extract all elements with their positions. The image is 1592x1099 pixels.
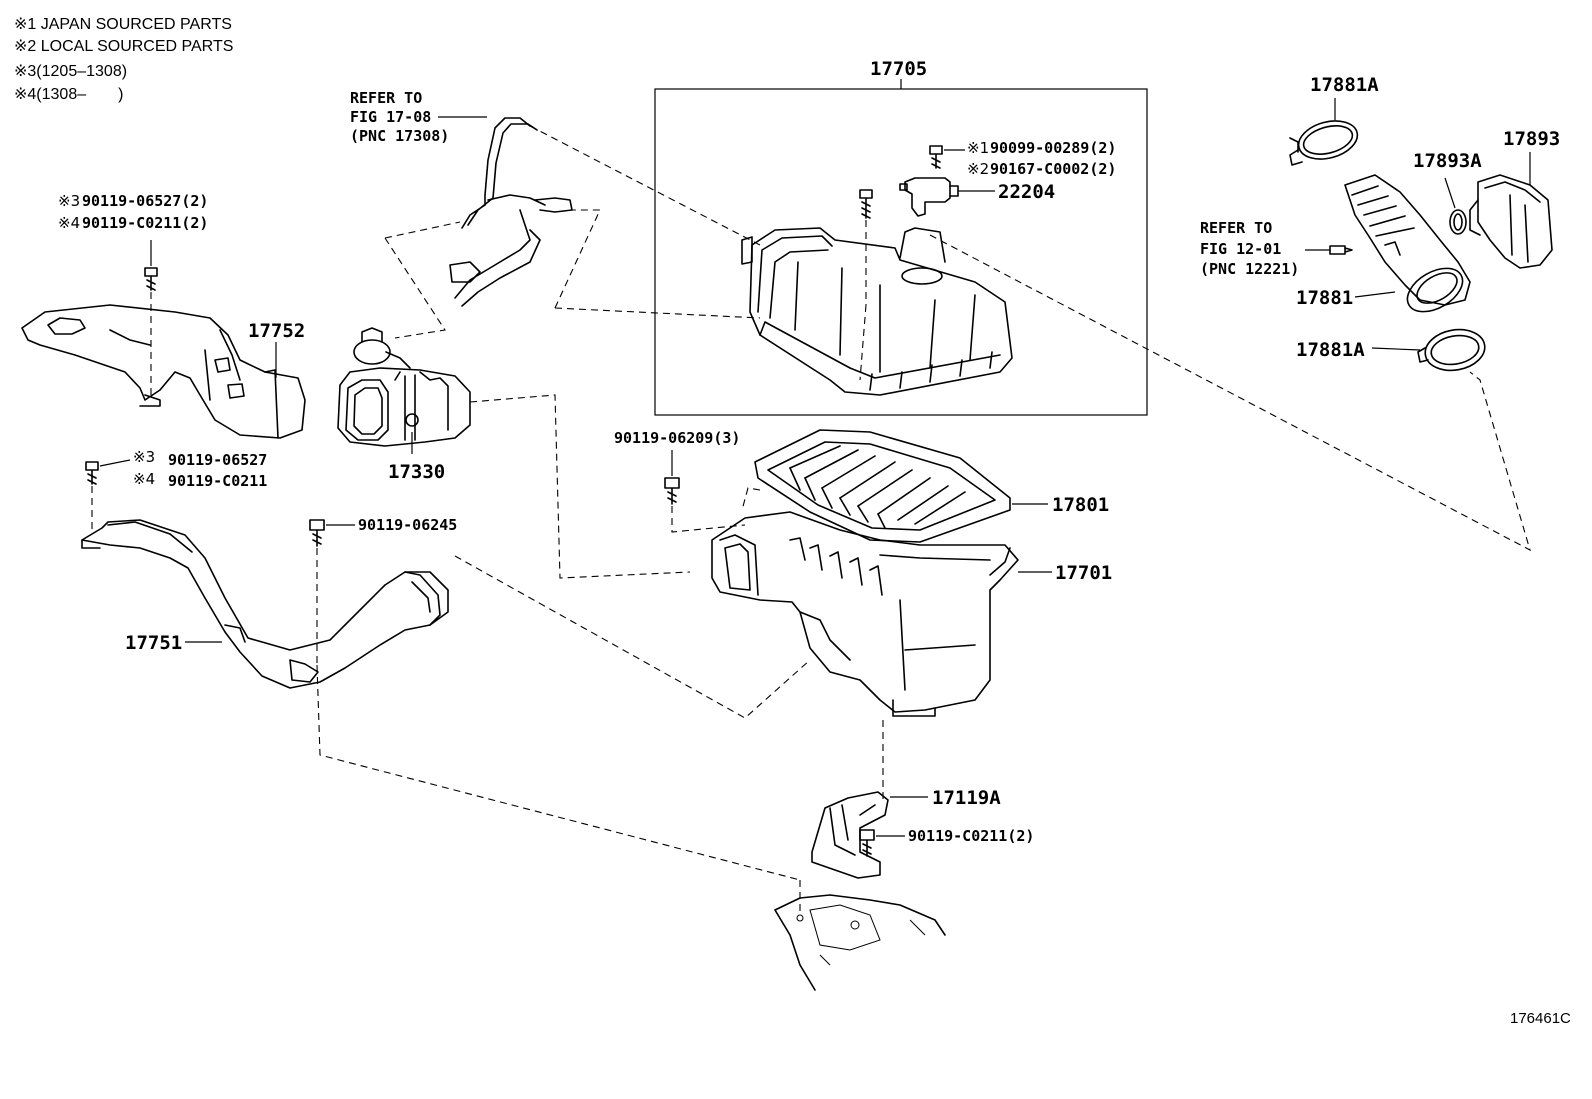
valve-17893[interactable]	[1469, 174, 1553, 269]
throttle-body[interactable]	[337, 327, 471, 447]
inlet-duct-upper[interactable]	[21, 304, 306, 439]
duct-bolt-lower-icon	[85, 461, 99, 485]
part-22204[interactable]: 22204	[998, 181, 1055, 203]
case-bolt-icon	[664, 477, 680, 505]
bolt-90119-06527[interactable]: 90119-06527	[168, 451, 267, 469]
part-17881A-lower[interactable]: 17881A	[1296, 339, 1365, 361]
air-cleaner-cap[interactable]	[741, 227, 1013, 396]
part-17881A-upper[interactable]: 17881A	[1310, 74, 1379, 96]
bolt-90099-00289[interactable]: 90099-00289(2)	[990, 139, 1116, 157]
bolt-90119-C0211[interactable]: 90119-C0211	[168, 472, 267, 490]
clamp-lower[interactable]	[1417, 325, 1488, 375]
vacuum-hose-assembly[interactable]	[449, 117, 573, 307]
bolt-3-symbol: ※3	[58, 192, 80, 210]
part-17881[interactable]: 17881	[1296, 287, 1353, 309]
duct-bolt-06245-icon	[309, 519, 325, 547]
refer-fig-17-08-line2[interactable]: FIG 17-08	[350, 108, 431, 126]
airflow-meter-sensor[interactable]	[899, 177, 959, 217]
note-period-3: ※3(1205–1308)	[14, 63, 127, 80]
bolt-2-symbol: ※2	[967, 160, 989, 178]
refer-fig-12-01-line3: (PNC 12221)	[1200, 260, 1299, 278]
bolt-90119-06209[interactable]: 90119-06209(3)	[614, 429, 740, 447]
part-17893[interactable]: 17893	[1503, 128, 1560, 150]
air-hose[interactable]	[1344, 174, 1471, 321]
bolt-1-symbol: ※1	[967, 139, 989, 157]
refer-fig-12-01-line2[interactable]: FIG 12-01	[1200, 240, 1281, 258]
part-17330[interactable]: 17330	[388, 461, 445, 483]
bolt-90119-C0211-bracket[interactable]: 90119-C0211(2)	[908, 827, 1034, 845]
bolt-90167-C0002[interactable]: 90167-C0002(2)	[990, 160, 1116, 178]
clamp-upper[interactable]	[1289, 115, 1362, 166]
duct-bolt-top-icon	[144, 267, 158, 291]
note-japan-sourced: ※1 JAPAN SOURCED PARTS	[14, 16, 232, 33]
note-local-sourced: ※2 LOCAL SOURCED PARTS	[14, 38, 233, 55]
cap-bolt-icon	[859, 189, 873, 219]
hose-connector-icon	[1329, 245, 1353, 255]
figure-id: 176461C	[1510, 1010, 1571, 1027]
refer-fig-17-08-line3: (PNC 17308)	[350, 127, 449, 145]
part-17752[interactable]: 17752	[248, 320, 305, 342]
bolt-90119-C0211-2[interactable]: 90119-C0211(2)	[82, 214, 208, 232]
part-17119A[interactable]: 17119A	[932, 787, 1001, 809]
air-filter-element[interactable]	[754, 429, 1011, 543]
sensor-screw-icon	[929, 145, 943, 169]
refer-fig-12-01-line1: REFER TO	[1200, 219, 1272, 237]
bolt-6-symbol: ※4	[133, 470, 155, 488]
bolt-5-symbol: ※3	[133, 448, 155, 466]
note-period-4: ※4(1308– )	[14, 86, 123, 103]
refer-fig-17-08-line1: REFER TO	[350, 89, 422, 107]
inlet-duct-lower[interactable]	[81, 519, 449, 689]
bolt-4-symbol: ※4	[58, 214, 80, 232]
bolt-90119-06527-2[interactable]: 90119-06527(2)	[82, 192, 208, 210]
part-17751[interactable]: 17751	[125, 632, 182, 654]
part-17801[interactable]: 17801	[1052, 494, 1109, 516]
bolt-90119-06245[interactable]: 90119-06245	[358, 516, 457, 534]
air-cleaner-case[interactable]	[711, 511, 1019, 717]
part-17701[interactable]: 17701	[1055, 562, 1112, 584]
part-17893A[interactable]: 17893A	[1413, 150, 1482, 172]
gasket-17893A[interactable]	[1449, 209, 1467, 235]
part-17705[interactable]: 17705	[870, 58, 927, 80]
bracket-bolt-icon	[859, 829, 875, 857]
bracket-17119A[interactable]	[811, 791, 889, 879]
